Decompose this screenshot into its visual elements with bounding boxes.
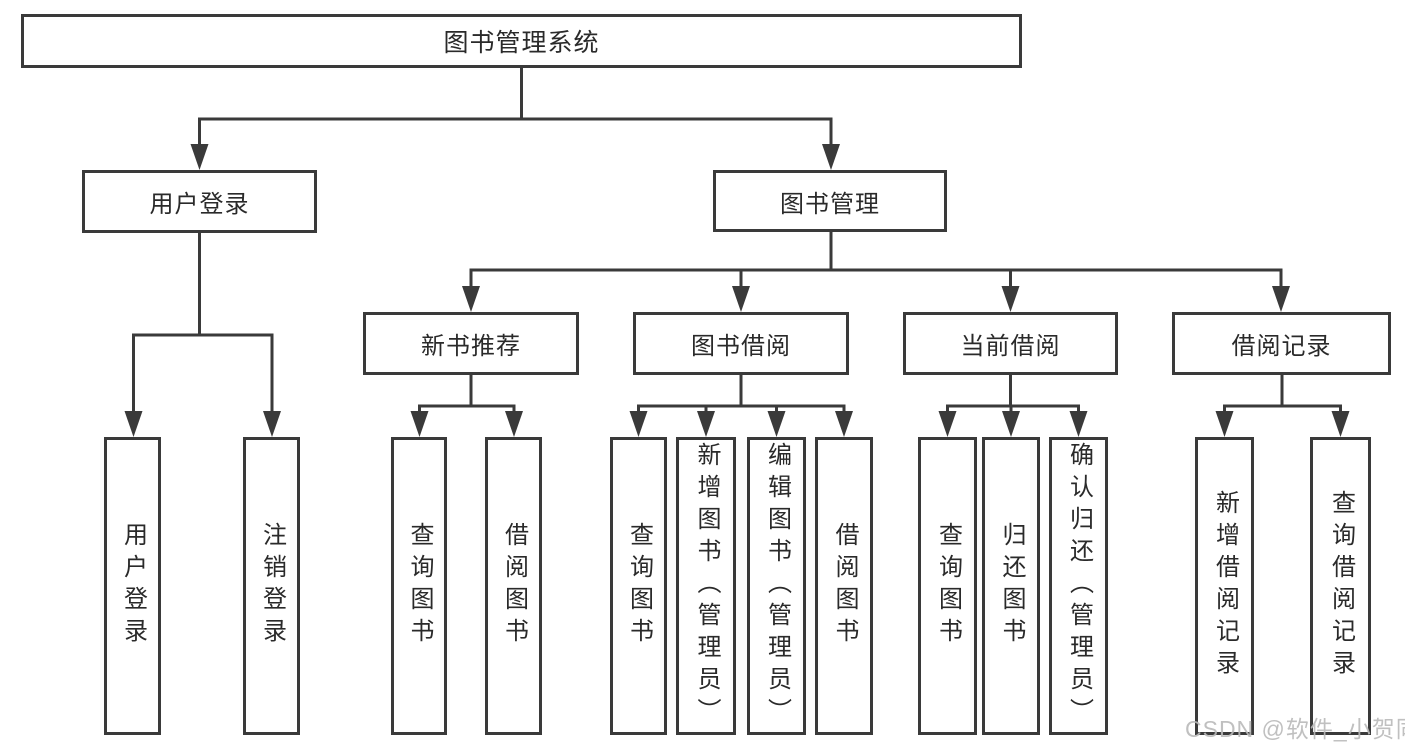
leaf-newbooks-query-books-label: 查询图书	[406, 522, 433, 650]
leaf-add-borrow-record-label: 新增借阅记录	[1211, 490, 1239, 682]
leaf-return-books-label: 归还图书	[998, 522, 1025, 650]
leaf-newbooks-query-books: 查询图书	[391, 437, 447, 735]
leaf-add-borrow-record: 新增借阅记录	[1195, 437, 1254, 735]
node-library-management-system: 图书管理系统	[21, 14, 1022, 68]
arrowheads	[124, 144, 1350, 437]
node-current-borrow: 当前借阅	[903, 312, 1118, 375]
leaf-query-borrow-record-label: 查询借阅记录	[1327, 490, 1355, 682]
leaf-newbooks-borrow-books: 借阅图书	[485, 437, 542, 735]
node-book-borrow: 图书借阅	[633, 312, 849, 375]
leaf-borrow-query-books: 查询图书	[610, 437, 667, 735]
leaf-query-borrow-record: 查询借阅记录	[1310, 437, 1371, 735]
node-book-management: 图书管理	[713, 170, 947, 232]
leaf-newbooks-borrow-books-label: 借阅图书	[500, 522, 528, 650]
leaf-edit-books-admin-label: 编辑图书（管理员）	[763, 442, 791, 730]
leaf-edit-books-admin: 编辑图书（管理员）	[747, 437, 806, 735]
leaf-add-books-admin-label: 新增图书（管理员）	[693, 442, 720, 730]
node-borrow-records: 借阅记录	[1172, 312, 1391, 375]
leaf-return-books: 归还图书	[982, 437, 1040, 735]
leaf-current-query-books-label: 查询图书	[934, 522, 962, 650]
leaf-current-query-books: 查询图书	[918, 437, 977, 735]
leaf-borrow-books-label: 借阅图书	[831, 522, 858, 650]
leaf-add-books-admin: 新增图书（管理员）	[676, 437, 736, 735]
node-user-login: 用户登录	[82, 170, 317, 233]
leaf-logout-label: 注销登录	[258, 522, 286, 650]
node-new-book-recommend: 新书推荐	[363, 312, 579, 375]
leaf-user-login: 用户登录	[104, 437, 161, 735]
leaf-user-login-label: 用户登录	[119, 522, 147, 650]
leaf-borrow-query-books-label: 查询图书	[625, 522, 653, 650]
leaf-logout: 注销登录	[243, 437, 300, 735]
leaf-confirm-return-admin-label: 确认归还（管理员）	[1065, 442, 1093, 730]
leaf-confirm-return-admin: 确认归还（管理员）	[1049, 437, 1108, 735]
leaf-borrow-books: 借阅图书	[815, 437, 873, 735]
csdn-watermark: CSDN @软件_小贺同学	[1185, 716, 1405, 742]
